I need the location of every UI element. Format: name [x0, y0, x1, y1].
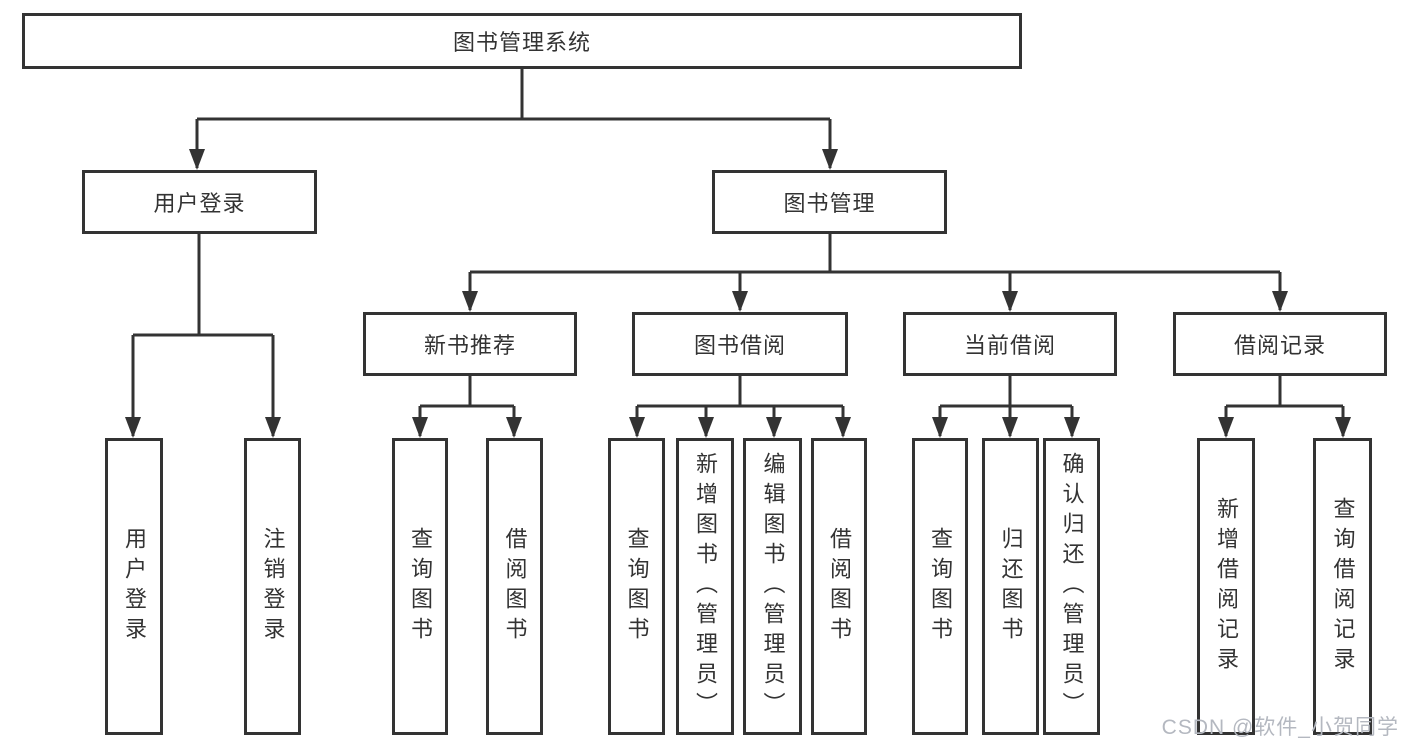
leaf-query-books-recommend: 查询图书 [392, 438, 448, 735]
node-root-library-management-system: 图书管理系统 [22, 13, 1022, 69]
node-label: 借阅图书 [827, 526, 852, 647]
arrow-down-icon [462, 291, 478, 312]
arrow-down-icon [629, 417, 645, 438]
edge-root-to-level2 [195, 69, 832, 168]
node-label: 编辑图书（管理员） [760, 451, 786, 722]
node-book-borrow: 图书借阅 [632, 312, 848, 376]
node-label: 用户登录 [153, 191, 246, 216]
arrow-down-icon [189, 149, 205, 170]
leaf-borrow-books-recommend: 借阅图书 [486, 438, 543, 735]
edge-book-borrow-to-leaves [635, 376, 845, 436]
arrow-down-icon [1272, 291, 1288, 312]
node-book-management: 图书管理 [712, 170, 947, 234]
node-borrow-records: 借阅记录 [1173, 312, 1387, 376]
node-label: 查询图书 [624, 526, 650, 647]
leaf-query-books-borrow: 查询图书 [608, 438, 665, 735]
node-label: 图书管理系统 [452, 30, 591, 55]
node-label: 图书管理 [783, 191, 876, 216]
leaf-add-borrow-record: 新增借阅记录 [1197, 438, 1255, 735]
edge-user-login-to-leaves [131, 234, 275, 436]
arrow-down-icon [1218, 417, 1234, 438]
edge-book-management-to-level3 [468, 234, 1282, 310]
arrow-down-icon [1064, 417, 1080, 438]
node-label: 查询图书 [408, 526, 433, 647]
arrow-down-icon [1002, 291, 1018, 312]
leaf-borrow-books: 借阅图书 [811, 438, 867, 735]
node-label: 确认归还（管理员） [1059, 451, 1085, 722]
leaf-confirm-return-admin: 确认归还（管理员） [1043, 438, 1100, 735]
leaf-logout: 注销登录 [244, 438, 301, 735]
arrow-down-icon [506, 417, 522, 438]
node-new-book-recommend: 新书推荐 [363, 312, 577, 376]
node-label: 借阅记录 [1233, 333, 1326, 358]
arrow-down-icon [835, 417, 851, 438]
node-label: 新书推荐 [423, 333, 516, 358]
arrow-down-icon [265, 417, 281, 438]
csdn-watermark: CSDN @软件_小贺同学 [1161, 716, 1399, 739]
node-label: 查询图书 [928, 526, 953, 647]
leaf-query-books-current: 查询图书 [912, 438, 968, 735]
node-label: 用户登录 [122, 526, 147, 647]
leaf-return-books: 归还图书 [982, 438, 1039, 735]
leaf-add-book-admin: 新增图书（管理员） [676, 438, 734, 735]
leaf-user-login: 用户登录 [105, 438, 163, 735]
node-label: 借阅图书 [502, 526, 528, 647]
arrow-down-icon [766, 417, 782, 438]
edge-new-book-recommend-to-leaves [418, 376, 516, 436]
node-label: 归还图书 [998, 526, 1024, 647]
arrow-down-icon [732, 291, 748, 312]
arrow-down-icon [412, 417, 428, 438]
arrow-down-icon [1002, 417, 1018, 438]
node-label: 新增图书（管理员） [693, 451, 718, 722]
arrow-down-icon [822, 149, 838, 170]
arrow-down-icon [698, 417, 714, 438]
leaf-edit-book-admin: 编辑图书（管理员） [743, 438, 802, 735]
arrowheads [125, 149, 1351, 438]
node-label: 注销登录 [260, 526, 286, 647]
node-label: 图书借阅 [693, 333, 786, 358]
node-label: 新增借阅记录 [1214, 496, 1239, 677]
node-label: 当前借阅 [963, 333, 1056, 358]
node-user-login: 用户登录 [82, 170, 317, 234]
node-current-borrow: 当前借阅 [903, 312, 1117, 376]
edge-borrow-records-to-leaves [1224, 376, 1345, 436]
arrow-down-icon [125, 417, 141, 438]
node-label: 查询借阅记录 [1330, 496, 1356, 677]
arrow-down-icon [932, 417, 948, 438]
arrow-down-icon [1335, 417, 1351, 438]
tree-edges [131, 69, 1345, 436]
leaf-query-borrow-record: 查询借阅记录 [1313, 438, 1372, 735]
